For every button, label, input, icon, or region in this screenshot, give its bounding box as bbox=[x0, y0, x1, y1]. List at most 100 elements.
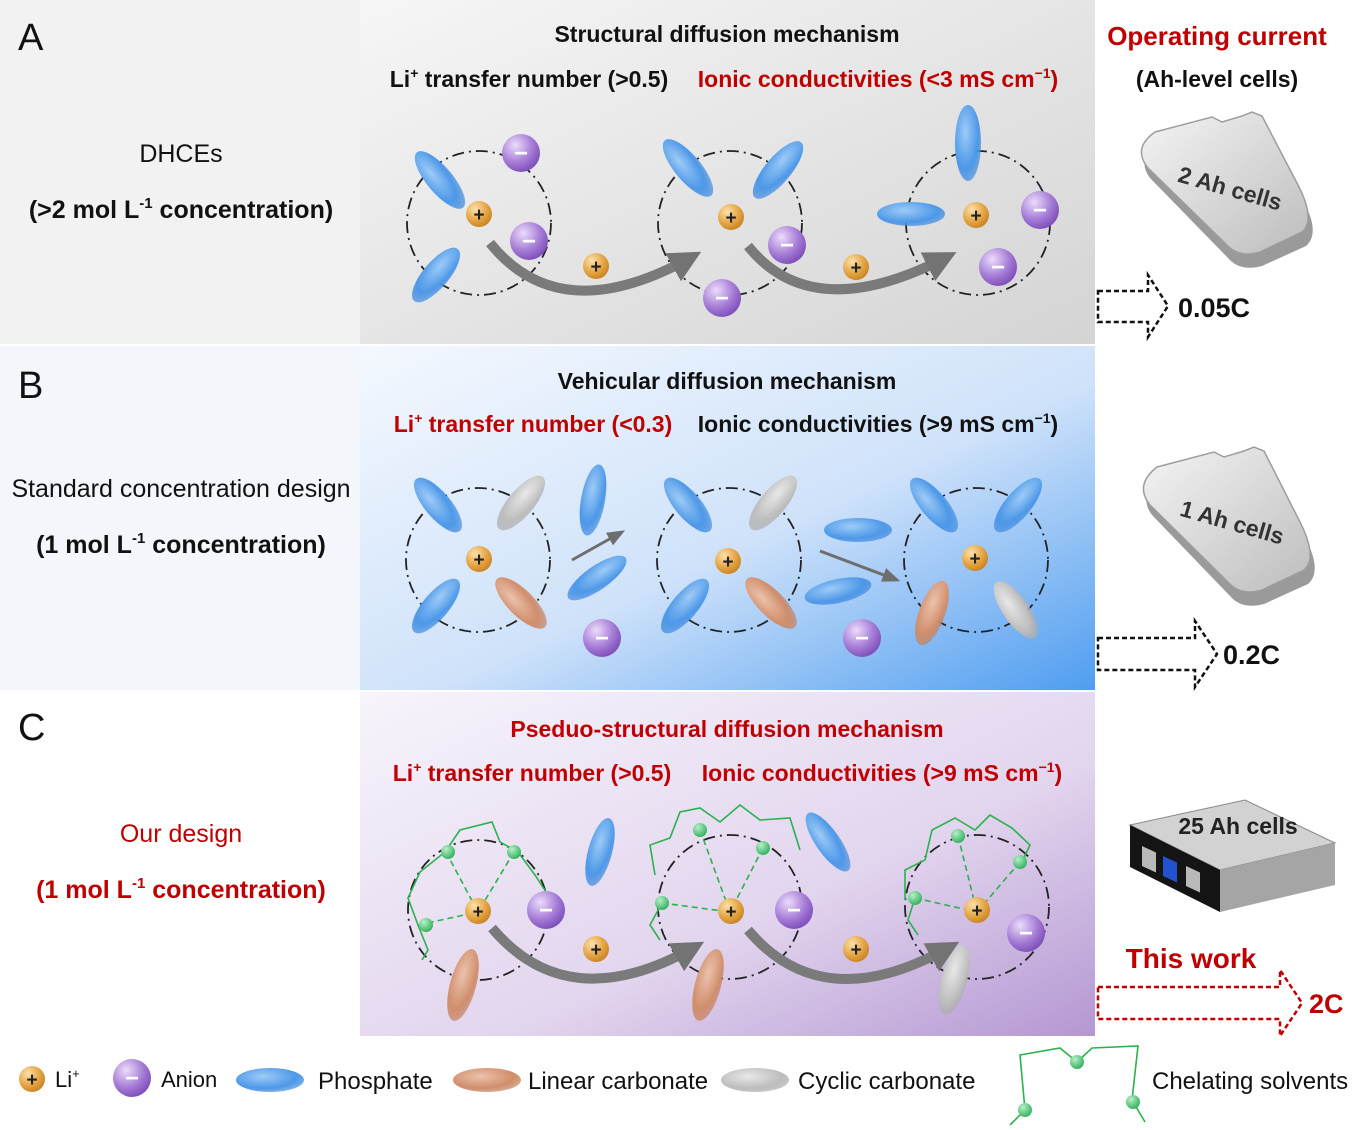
legend-anion-label: Anion bbox=[161, 1067, 217, 1092]
anion-ion: − bbox=[768, 226, 806, 264]
panel-a-transfer: Li+ transfer number (>0.5) bbox=[390, 65, 669, 92]
panel-b-center-bg bbox=[360, 346, 1095, 690]
operating-current-title: Operating current bbox=[1107, 21, 1327, 51]
phosphate-molecule bbox=[411, 578, 461, 634]
legend-chelating-label: Chelating solvents bbox=[1152, 1068, 1348, 1095]
svg-text:−: − bbox=[780, 232, 794, 259]
svg-text:+: + bbox=[26, 1070, 37, 1091]
panel-c-chelating-solvents bbox=[407, 803, 1031, 961]
shell bbox=[406, 150, 552, 296]
drift-arrow bbox=[819, 549, 901, 582]
rate-a: 0.05C bbox=[1178, 293, 1250, 323]
svg-text:+: + bbox=[590, 940, 601, 961]
cyclic-carbonate-molecule bbox=[496, 475, 546, 531]
phosphate-molecule bbox=[993, 477, 1043, 533]
chelating-solvent-shell-3 bbox=[904, 813, 1031, 936]
shell bbox=[904, 834, 1050, 980]
panel-a-left-bg bbox=[0, 0, 360, 344]
cyclic-carbonate-molecule bbox=[993, 581, 1039, 639]
panel-b-label: Standard concentration design bbox=[11, 475, 350, 503]
legend-chelating: Chelating solvents bbox=[1009, 1045, 1348, 1126]
legend: + Li+ − Anion Phosphate Linear carbonate… bbox=[19, 1045, 1348, 1126]
svg-text:−: − bbox=[787, 897, 801, 924]
li-ion: + bbox=[963, 202, 989, 228]
panel-a-letter: A bbox=[18, 17, 44, 59]
hop-arrow bbox=[488, 924, 705, 984]
anion-ion: − bbox=[979, 248, 1017, 286]
linear-carbonate-molecule bbox=[692, 949, 724, 1021]
panel-b-concentration: (1 mol L-1 concentration) bbox=[36, 530, 326, 559]
rate-b: 0.2C bbox=[1223, 640, 1280, 670]
panel-a-arrows bbox=[486, 239, 957, 296]
phosphate-molecule bbox=[411, 247, 461, 303]
hop-arrow bbox=[744, 242, 957, 295]
svg-text:+: + bbox=[725, 208, 736, 229]
li-ion: + bbox=[962, 545, 988, 571]
rate-arrows: 0.05C 0.2C This work 2C bbox=[1096, 270, 1344, 1041]
svg-text:+: + bbox=[969, 549, 980, 570]
cell-terminal bbox=[1186, 866, 1200, 893]
panel-c-label: Our design bbox=[120, 820, 242, 848]
operating-current-subtitle: (Ah-level cells) bbox=[1136, 66, 1298, 92]
svg-text:+: + bbox=[473, 550, 484, 571]
legend-linear: Linear carbonate bbox=[453, 1068, 708, 1095]
this-work-label: This work bbox=[1126, 943, 1257, 974]
phosphate-molecule bbox=[663, 477, 713, 533]
li-ion: + bbox=[583, 253, 609, 279]
phosphate-molecule bbox=[579, 464, 607, 536]
panel-a-label: DHCEs bbox=[139, 140, 222, 168]
rate-arrow-c bbox=[1096, 965, 1304, 1041]
svg-text:+: + bbox=[850, 258, 861, 279]
phosphate-molecule bbox=[909, 477, 959, 533]
phosphate-molecule bbox=[805, 812, 851, 872]
cyclic-carbonate-molecule bbox=[748, 475, 798, 531]
svg-text:+: + bbox=[472, 902, 483, 923]
lithium-ions: + + + + + + + + + + + + + bbox=[465, 201, 990, 962]
svg-text:−: − bbox=[539, 897, 553, 924]
li-ion: + bbox=[843, 254, 869, 280]
svg-text:+: + bbox=[473, 205, 484, 226]
cell-25ah: 25 Ah cells bbox=[1128, 799, 1337, 912]
anion-ion: − bbox=[502, 134, 540, 172]
linear-carbonate-molecule bbox=[915, 580, 949, 646]
svg-text:−: − bbox=[715, 285, 729, 312]
li-ion: + bbox=[718, 204, 744, 230]
legend-cyclic: Cyclic carbonate bbox=[721, 1068, 975, 1095]
panel-c-concentration: (1 mol L-1 concentration) bbox=[36, 875, 326, 904]
panel-b-letter: B bbox=[18, 365, 43, 407]
legend-phosphate-label: Phosphate bbox=[318, 1068, 433, 1095]
anion-ion: − bbox=[1007, 914, 1045, 952]
svg-text:−: − bbox=[125, 1065, 139, 1092]
svg-text:−: − bbox=[522, 228, 536, 255]
phosphate-molecule bbox=[413, 477, 463, 533]
anion-ion: − bbox=[583, 619, 621, 657]
legend-phosphate: Phosphate bbox=[236, 1068, 433, 1095]
svg-text:−: − bbox=[1033, 197, 1047, 224]
anion-ion: − bbox=[1021, 191, 1059, 229]
hop-arrow bbox=[486, 239, 702, 296]
phosphate-molecule bbox=[585, 818, 615, 886]
panel-a-mechanism: Structural diffusion mechanism bbox=[554, 21, 899, 47]
panel-a-molecules bbox=[411, 105, 981, 303]
li-ion: + bbox=[465, 898, 491, 924]
li-ion: + bbox=[964, 897, 990, 923]
svg-text:+: + bbox=[850, 940, 861, 961]
svg-text:−: − bbox=[1019, 920, 1033, 947]
rate-arrow-a bbox=[1096, 270, 1170, 342]
svg-text:+: + bbox=[971, 901, 982, 922]
svg-text:−: − bbox=[514, 140, 528, 167]
panel-a-concentration: (>2 mol L-1 concentration) bbox=[29, 195, 333, 224]
linear-carbonate-molecule bbox=[745, 577, 797, 629]
phosphate-molecule bbox=[567, 555, 627, 601]
panel-b-transfer: Li+ transfer number (<0.3) bbox=[394, 410, 673, 437]
panel-c-letter: C bbox=[18, 707, 45, 749]
panel-b-solvation-shells bbox=[405, 487, 1049, 633]
anion-ion: − bbox=[843, 619, 881, 657]
rate-c: 2C bbox=[1309, 989, 1344, 1019]
phosphate-molecule bbox=[955, 105, 981, 181]
svg-text:+: + bbox=[722, 552, 733, 573]
panel-b-left-bg bbox=[0, 346, 360, 690]
chelating-solvent-shell-1 bbox=[407, 821, 549, 961]
svg-text:+: + bbox=[590, 257, 601, 278]
